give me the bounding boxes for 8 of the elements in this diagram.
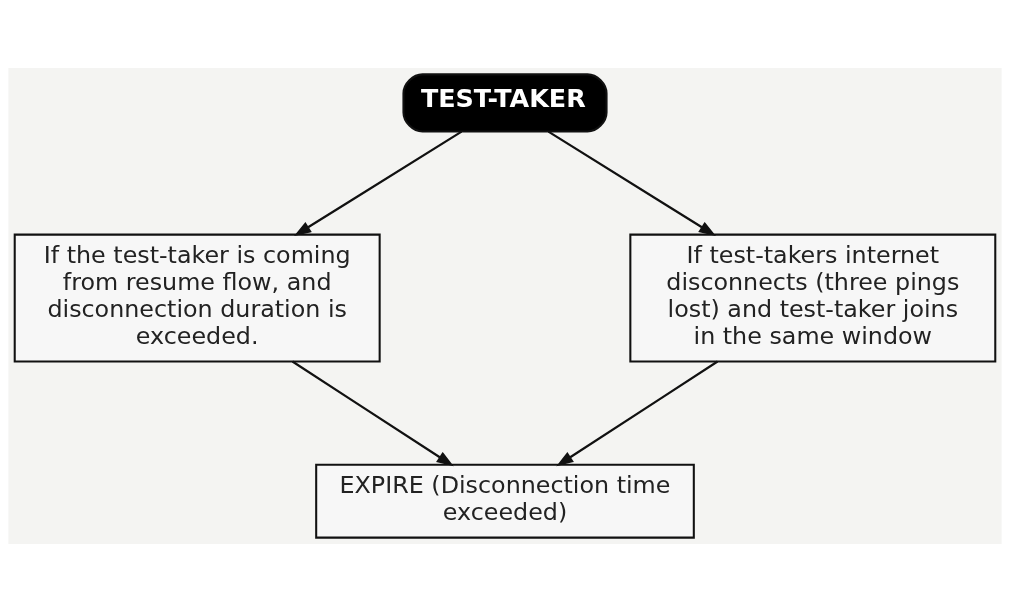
node-box: If test-takers internet disconnects (three pings lost) and test-taker joins in the same window — [629, 233, 997, 363]
arrow — [294, 130, 463, 236]
node-box: EXPIRE (Disconnection time exceeded) — [315, 463, 695, 539]
arrow — [547, 130, 716, 236]
node-box: TEST-TAKER — [402, 72, 608, 132]
arrow — [556, 360, 719, 466]
node-box: If the test-taker is coming from resume flow, and disconnection duration is exceeded. — [13, 233, 381, 363]
arrow — [291, 360, 454, 466]
